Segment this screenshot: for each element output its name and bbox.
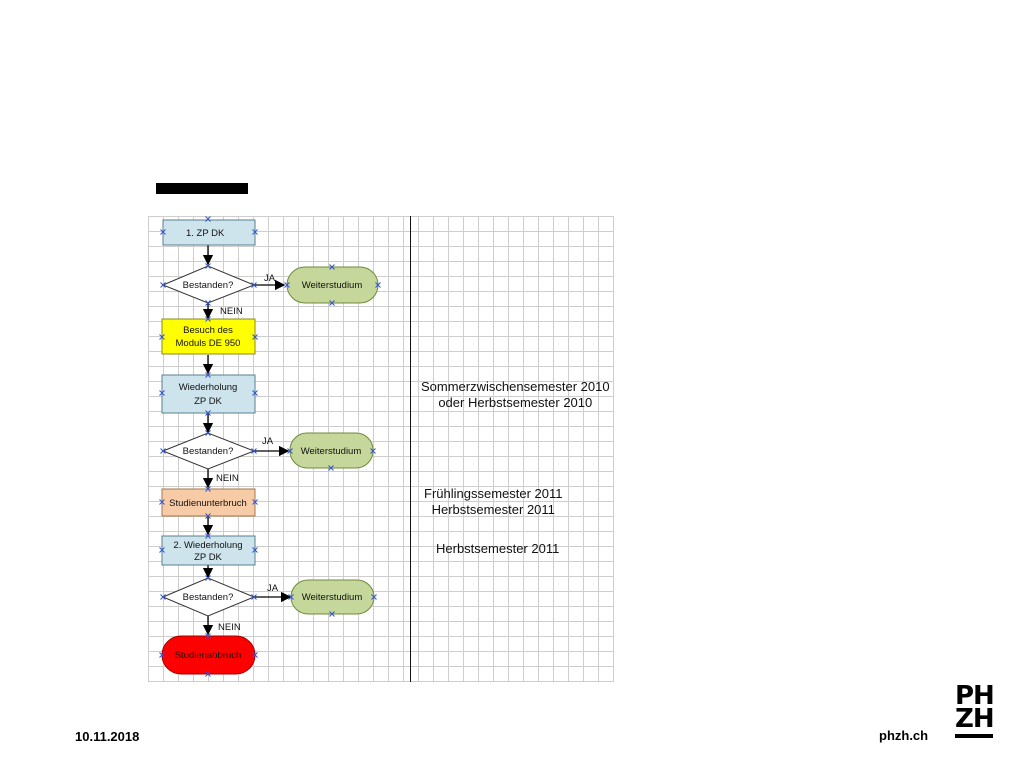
semester-note-1-line-2: oder Herbstsemester 2010	[438, 395, 593, 410]
step3-label-2: ZP DK	[194, 396, 222, 407]
yes-label-3: JA	[267, 583, 279, 594]
semester-note-2-line-2: Herbstsemester 2011	[431, 502, 555, 517]
step5-label-1: 2. Wiederholung	[173, 540, 242, 551]
continue2-label: Weiterstudium	[301, 446, 362, 457]
yes-label-2: JA	[262, 436, 274, 447]
continue1-label: Weiterstudium	[302, 280, 363, 291]
phzh-logo: PH ZH	[955, 681, 995, 734]
logo-underline	[955, 734, 993, 738]
process-step-1: 1. ZP DK	[162, 219, 256, 246]
footer-site[interactable]: phzh.ch	[879, 728, 929, 743]
step2-label-2: Moduls DE 950	[176, 338, 241, 349]
redacted-title-bar	[156, 183, 248, 194]
no-label-1: NEIN	[220, 306, 243, 317]
decision-1: Bestanden?	[161, 265, 256, 304]
process-step-2: Besuch des Moduls DE 950	[161, 318, 256, 355]
process-step-4: Studienunterbruch	[161, 488, 256, 517]
decision-3: Bestanden?	[161, 577, 256, 617]
step3-label-1: Wiederholung	[179, 382, 238, 393]
semester-note-1-line-1: Sommerzwischensemester 2010	[421, 379, 610, 394]
semester-note-3: Herbstsemester 2011	[436, 541, 560, 556]
semester-note-1: Sommerzwischensemester 2010 oder Herbsts…	[421, 379, 610, 411]
continue-terminal-1: Weiterstudium	[286, 266, 379, 304]
process-step-5: 2. Wiederholung ZP DK	[161, 535, 256, 566]
continue3-label: Weiterstudium	[302, 592, 363, 603]
step2-label-1: Besuch des	[183, 325, 233, 336]
step1-label: 1. ZP DK	[186, 228, 225, 239]
end-label: Studienabbruch	[175, 650, 242, 661]
decision2-label: Bestanden?	[183, 446, 234, 457]
semester-note-2-line-1: Frühlingssemester 2011	[424, 486, 563, 501]
decision3-label: Bestanden?	[183, 592, 234, 603]
yes-label-1: JA	[264, 273, 276, 284]
vertical-divider	[410, 216, 412, 682]
continue-terminal-2: Weiterstudium	[289, 432, 374, 469]
semester-note-2: Frühlingssemester 2011 Herbstsemester 20…	[424, 486, 563, 518]
logo-line-2: ZH	[955, 704, 995, 734]
no-label-3: NEIN	[218, 622, 241, 633]
decision-2: Bestanden?	[161, 432, 256, 470]
footer-date: 10.11.2018	[75, 729, 140, 744]
end-terminal: Studienabbruch	[161, 635, 256, 675]
logo-line-1: PH	[955, 681, 995, 711]
continue-terminal-3: Weiterstudium	[290, 579, 375, 615]
decision1-label: Bestanden?	[183, 280, 234, 291]
step5-label-2: ZP DK	[194, 552, 222, 563]
no-label-2: NEIN	[216, 473, 239, 484]
connectors	[202, 245, 292, 636]
step4-label: Studienunterbruch	[169, 498, 247, 509]
process-step-3: Wiederholung ZP DK	[161, 374, 256, 414]
